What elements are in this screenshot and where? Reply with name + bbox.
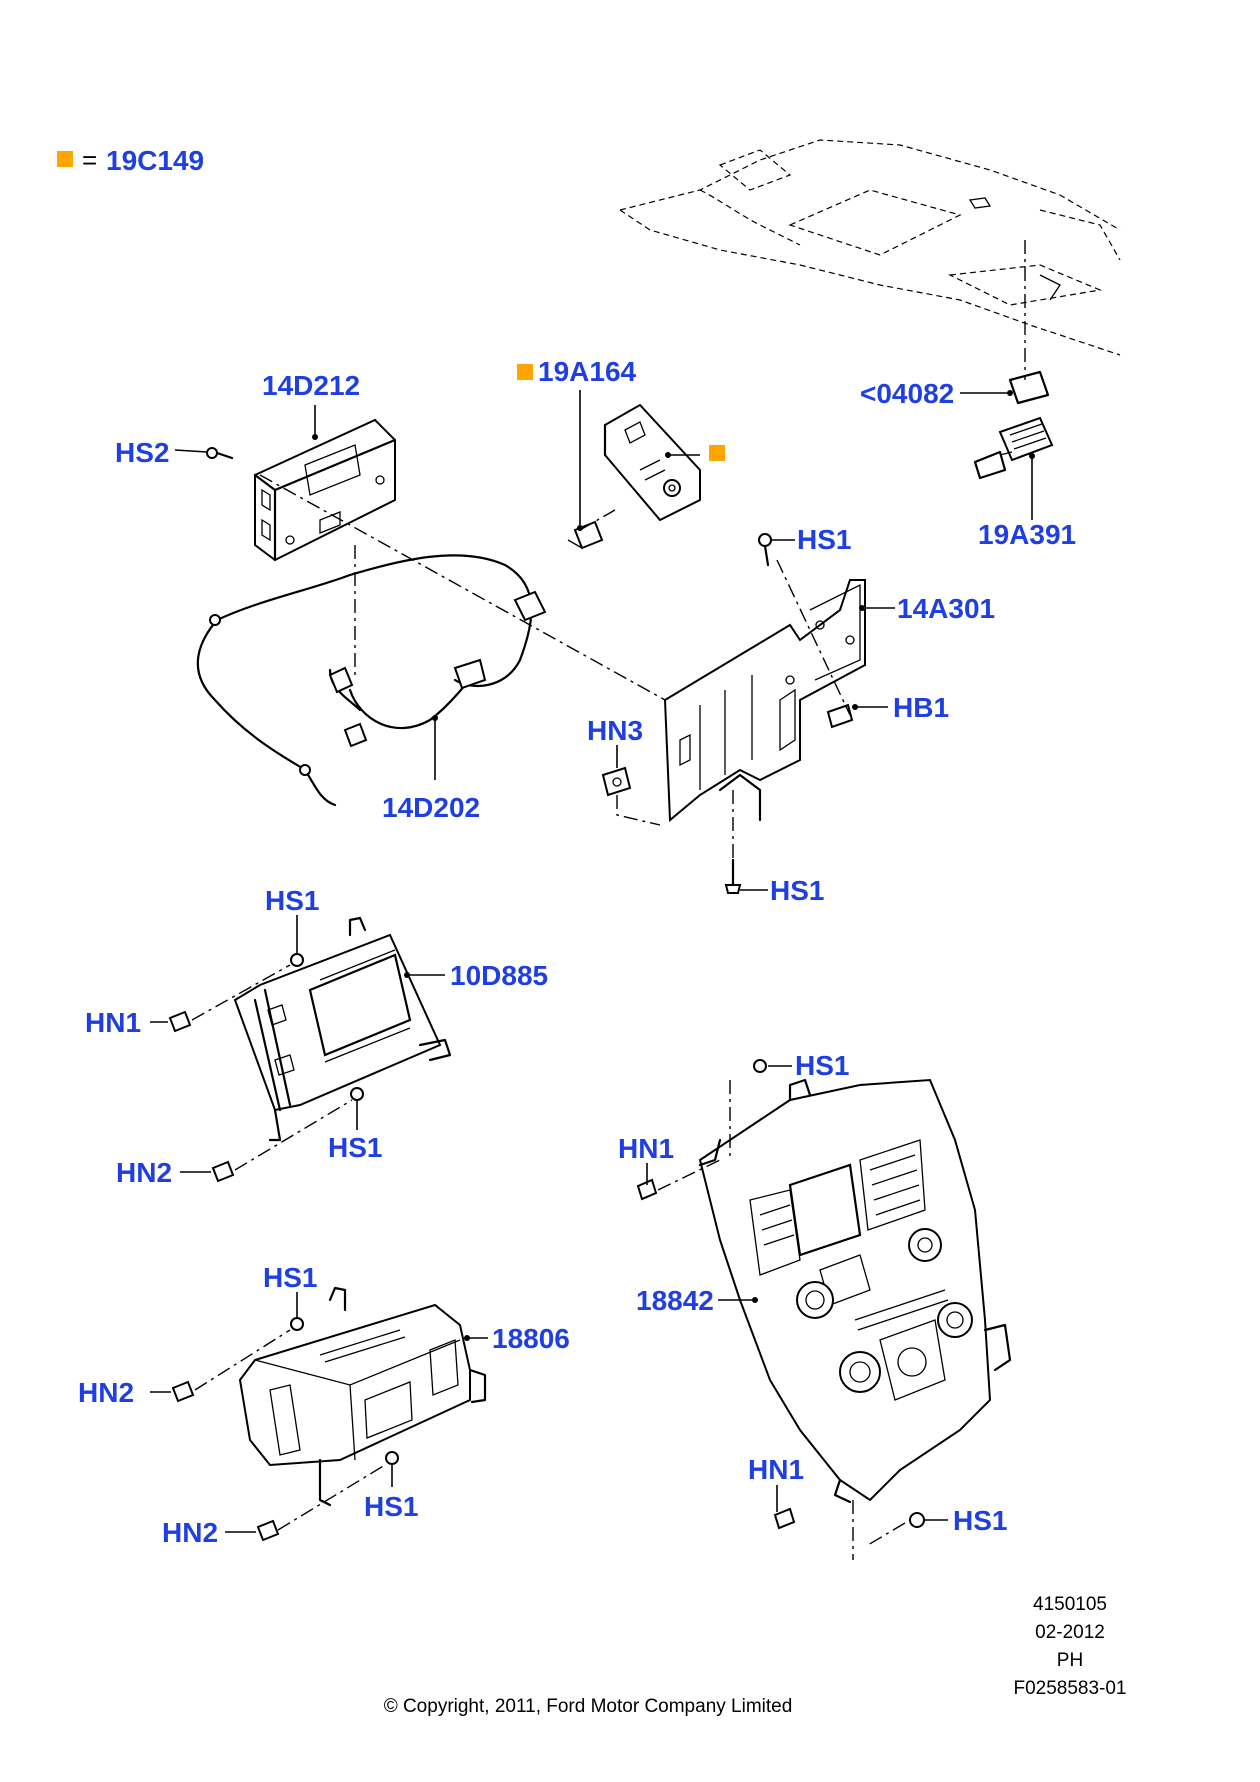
hs1-screw-radio-bot (385, 1451, 399, 1465)
label-hn2-radio-bot: HN2 (162, 1517, 218, 1548)
doc-number: 4150105 (1033, 1594, 1107, 1615)
label-hs1-top: HS1 (797, 524, 851, 555)
overhead-console-ghost (619, 139, 1121, 356)
label-hs1-radio-bot: HS1 (364, 1491, 418, 1522)
hn1-nut-display (168, 1010, 192, 1033)
hs1-screw-display-bot (350, 1087, 364, 1101)
label-14d202: 14D202 (382, 792, 480, 823)
hs1-screw-radio-top (290, 1317, 304, 1331)
microphone-part (973, 370, 1054, 480)
label-hs1-display-top: HS1 (265, 885, 319, 916)
hn3-nut (601, 766, 632, 797)
label-hn1-panel-bot: HN1 (748, 1454, 804, 1485)
copyright: © Copyright, 2011, Ford Motor Company Li… (384, 1696, 793, 1717)
bracket-14a301 (663, 579, 866, 823)
legend-marker-icon (57, 151, 73, 167)
label-hn1-panel-top: HN1 (618, 1133, 674, 1164)
hs1-screw-display-top (290, 953, 304, 967)
legend-code: 19C149 (106, 145, 204, 176)
label-hs1-bracket: HS1 (770, 875, 824, 906)
label-hs1-panel-bot: HS1 (953, 1505, 1007, 1536)
display-10d885 (233, 916, 452, 1142)
hb1-clip (826, 703, 854, 729)
doc-date: 02-2012 (1035, 1622, 1105, 1643)
hs2-screw (206, 447, 234, 460)
callouts: 14D212 HS2 19A164 <04082 19A391 HS1 14A3… (78, 356, 1076, 1548)
label-hn1-display: HN1 (85, 1007, 141, 1038)
label-hs2: HS2 (115, 437, 169, 468)
hs1-screw-panel-top (753, 1059, 767, 1073)
label-19a164: 19A164 (538, 356, 637, 387)
hn2-nut-display (211, 1160, 235, 1183)
doc-code: PH (1057, 1650, 1083, 1671)
label-10d885: 10D885 (450, 960, 548, 991)
legend: = 19C149 (57, 145, 204, 176)
hs1-screw-bracket-bottom (724, 858, 742, 894)
leaders (150, 390, 1035, 1533)
label-18806: 18806 (492, 1323, 570, 1354)
hs1-screw-bracket-top (758, 533, 772, 567)
marker-module-icon (709, 445, 725, 461)
label-hs1-display-bot: HS1 (328, 1132, 382, 1163)
harness-14d202 (196, 554, 547, 807)
module-14d212 (253, 418, 397, 562)
label-hs1-panel-top: HS1 (795, 1050, 849, 1081)
label-14a301: 14A301 (897, 593, 995, 624)
label-19a391: 19A391 (978, 519, 1076, 550)
marker-19a164-icon (517, 364, 533, 380)
panel-18842 (698, 1078, 1012, 1504)
label-hs1-radio-top: HS1 (263, 1262, 317, 1293)
label-hn2-radio-top: HN2 (78, 1377, 134, 1408)
connector-19a164 (567, 520, 604, 550)
label-hn3: HN3 (587, 715, 643, 746)
hn1-nut-panel-bot (773, 1507, 796, 1530)
label-14d212: 14D212 (262, 370, 360, 401)
legend-equals: = (82, 145, 97, 175)
footer: 4150105 02-2012 PH F0258583-01 © Copyrig… (384, 1594, 1127, 1717)
hn2-nut-radio-top (171, 1380, 195, 1403)
radio-18806 (238, 1286, 487, 1507)
hn2-nut-radio-bot (256, 1519, 280, 1542)
hs1-screw-panel-bot (909, 1512, 925, 1528)
label-04082: <04082 (860, 378, 954, 409)
figure-number: F0258583-01 (1013, 1678, 1126, 1699)
module-19a164 (603, 403, 701, 522)
label-18842: 18842 (636, 1285, 714, 1316)
label-hb1: HB1 (893, 692, 949, 723)
label-hn2-display: HN2 (116, 1157, 172, 1188)
